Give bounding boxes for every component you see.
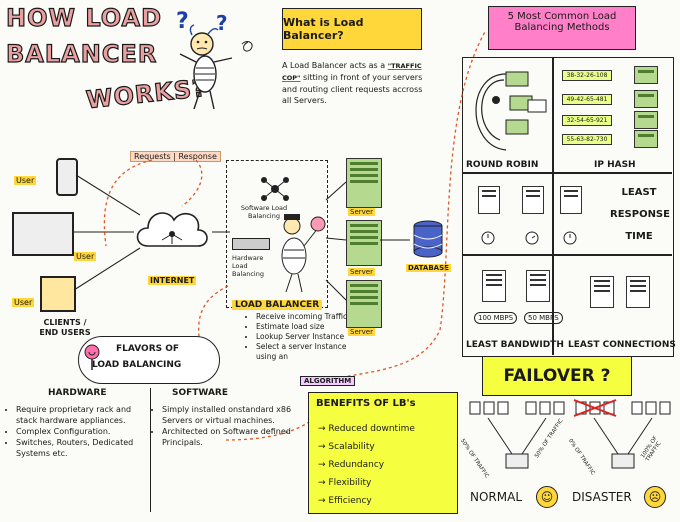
database-label: DATABASE	[406, 264, 451, 272]
user-label-1: User	[14, 176, 37, 185]
tablet-icon	[40, 276, 76, 312]
hardware-item-1: Require proprietary rack and stack hardw…	[16, 404, 148, 426]
lb-tasks-list: Receive incoming Traffic Estimate load s…	[246, 312, 364, 362]
clients-label: CLIENTS / END USERS	[39, 318, 91, 337]
software-list: Simply installed onstandard x86 Servers …	[152, 404, 294, 448]
methods-divider-h1	[462, 172, 672, 174]
benefit-item-3: → Redundancy	[318, 460, 385, 470]
bandwidth-2: 50 MBPS	[524, 312, 563, 324]
ip-hash-row-4: 55-63-82-730	[562, 134, 612, 145]
ip-server-3	[634, 111, 658, 129]
flavors-heading-1: FLAVORS OF	[116, 344, 180, 354]
server-bottom-label: Server	[348, 328, 375, 336]
lc-server-2	[626, 276, 650, 308]
flavors-heading-2: LOAD BALANCING	[92, 360, 182, 370]
phone-icon	[56, 158, 78, 196]
software-lb-icon	[261, 177, 289, 201]
least-response-time-label: LEAST RESPONSE TIME	[610, 187, 670, 242]
disaster-face-icon: ☹	[644, 486, 666, 508]
lrt-server-1	[478, 186, 500, 214]
stopwatch-icons	[481, 231, 577, 245]
failover-heading: FAILOVER ?	[482, 356, 632, 396]
lb-task-1: Receive incoming Traffic	[256, 312, 364, 322]
bandwidth-1: 100 MBPS	[474, 312, 518, 324]
lb-task-3: Lookup Server Instance	[256, 332, 364, 342]
benefit-item-1: → Reduced downtime	[318, 424, 415, 434]
thinking-figure-icon: ? ?	[176, 9, 253, 110]
benefits-box	[308, 392, 458, 514]
benefits-heading: BENEFITS OF LB's	[316, 398, 416, 409]
server-top-label: Server	[348, 208, 375, 216]
server-bottom	[346, 280, 382, 328]
traffic-cop-label: "TRAFFIC COP"	[282, 62, 422, 82]
server-middle-label: Server	[348, 268, 375, 276]
hardware-heading: HARDWARE	[48, 388, 107, 398]
lrt-server-3	[560, 186, 582, 214]
server-top	[346, 158, 382, 208]
what-is-body-1: A Load Balancer acts as a	[282, 61, 386, 70]
normal-label: NORMAL	[470, 490, 523, 504]
benefit-item-4: → Flexibility	[318, 478, 372, 488]
hardware-item-3: Switches, Routers, Dedicated Systems etc…	[16, 437, 148, 459]
least-connections-label: LEAST CONNECTIONS	[568, 340, 676, 350]
requests-response-label: Requests | Response	[130, 151, 221, 162]
hardware-list: Require proprietary rack and stack hardw…	[6, 404, 148, 459]
benefit-item-2: → Scalability	[318, 442, 375, 452]
ip-server-2	[634, 90, 658, 108]
lc-server-1	[590, 276, 614, 308]
software-heading: SOFTWARE	[172, 388, 228, 398]
ip-server-4	[634, 130, 658, 148]
title-line-2: BALANCER	[5, 39, 158, 68]
software-item-2: Architected on Software defined Principa…	[162, 426, 294, 448]
ip-hash-row-2: 49-42-65-481	[562, 94, 612, 105]
lbw-server-1	[482, 270, 506, 302]
load-balancer-label: LOAD BALANCER	[232, 300, 323, 310]
hardware-item-2: Complex Configuration.	[16, 426, 148, 437]
software-lb-label: Software Load Balancing	[240, 204, 288, 220]
hardware-lb-label: Hardware Load Balancing	[232, 254, 264, 278]
svg-text:?: ?	[216, 11, 228, 35]
round-robin-diagram	[475, 71, 547, 151]
lb-task-2: Estimate load size	[256, 322, 364, 332]
failover-disaster-diagram	[573, 399, 671, 469]
server-middle	[346, 220, 382, 266]
round-robin-label: ROUND ROBIN	[466, 160, 539, 170]
cloud-icon	[136, 212, 208, 247]
lbw-server-2	[526, 270, 550, 302]
hw-sw-divider	[150, 388, 152, 512]
traffic-cop-figure-icon	[281, 214, 326, 293]
monitor-icon	[12, 212, 74, 256]
svg-text:?: ?	[176, 9, 189, 34]
lb-task-4: Select a server Instance using an	[256, 342, 364, 362]
internet-label: INTERNET	[148, 276, 197, 285]
user-label-3: User	[12, 298, 35, 307]
methods-divider-h2	[462, 254, 672, 256]
benefit-item-5: → Efficiency	[318, 496, 372, 506]
methods-divider-v	[552, 57, 554, 355]
ip-hash-row-1: 38-32-26-108	[562, 70, 612, 81]
database-icon	[413, 220, 443, 258]
failover-normal-diagram	[469, 401, 565, 469]
title-line-1: HOW LOAD	[5, 3, 163, 32]
normal-smiley-icon: ☺	[536, 486, 558, 508]
hardware-switch-icon	[232, 238, 270, 250]
what-is-description: A Load Balancer acts as a "TRAFFIC COP" …	[282, 60, 432, 106]
user-label-2: User	[74, 252, 97, 261]
least-bandwidth-label: LEAST BANDWIDTH	[466, 340, 564, 350]
flavors-cloud	[78, 336, 220, 384]
benefits-list: → Reduced downtime → Scalability → Redun…	[318, 420, 415, 510]
ip-server-1	[634, 66, 658, 84]
what-is-heading: What is Load Balancer?	[282, 8, 422, 50]
algorithm-badge: ALGORITHM	[300, 376, 356, 386]
software-item-1: Simply installed onstandard x86 Servers …	[162, 404, 294, 426]
lollipop-icon	[84, 344, 100, 370]
methods-heading: 5 Most Common Load Balancing Methods	[488, 6, 636, 50]
disaster-label: DISASTER	[572, 490, 632, 504]
lrt-server-2	[522, 186, 544, 214]
ip-hash-row-3: 32-54-65-921	[562, 115, 612, 126]
what-is-body-2: sitting in front of your servers and rou…	[282, 73, 423, 105]
ip-hash-label: IP HASH	[594, 160, 636, 170]
